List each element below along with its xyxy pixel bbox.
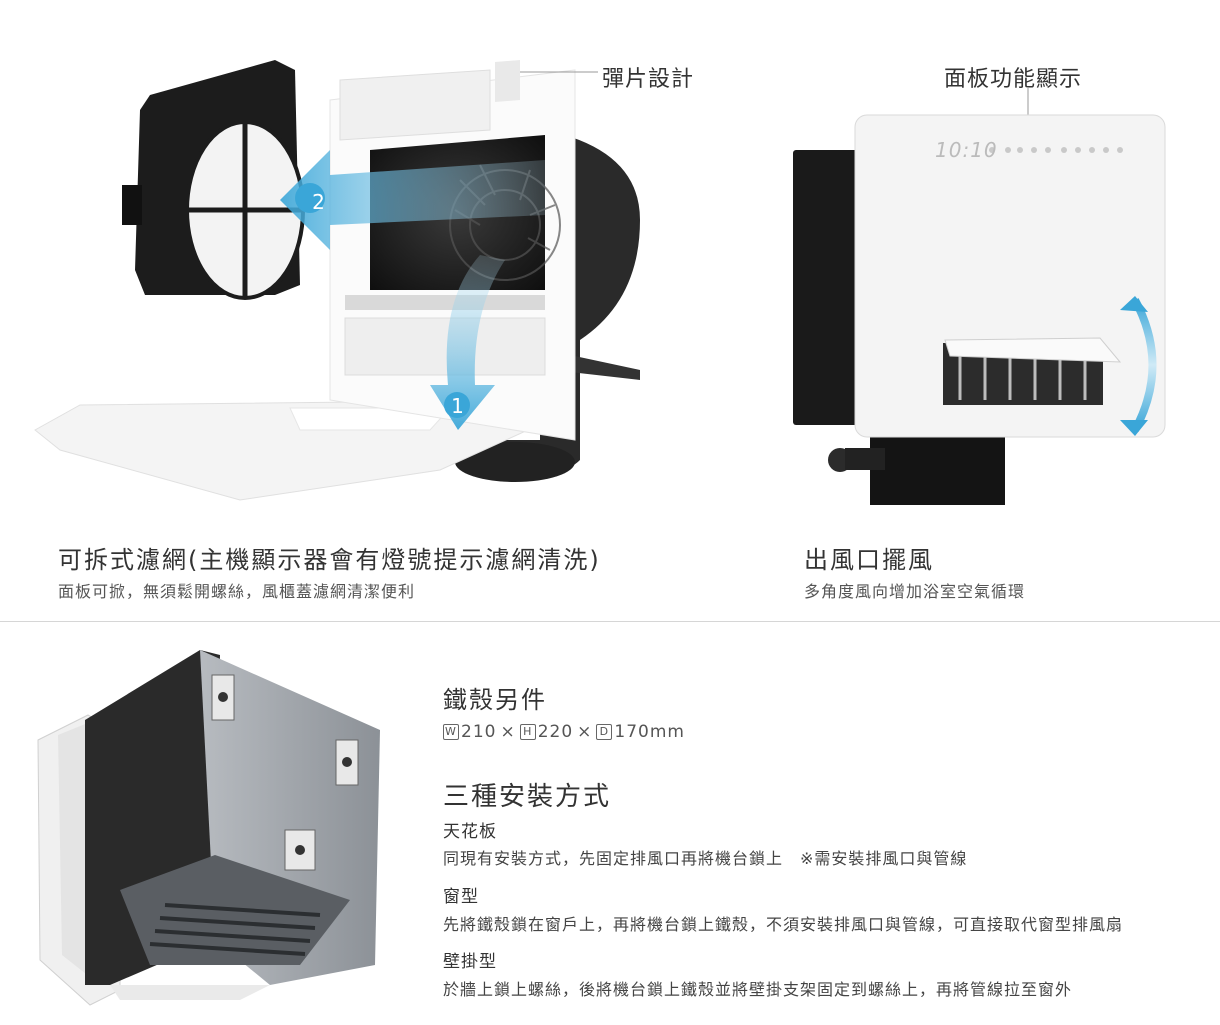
install-methods-title: 三種安裝方式 [443,782,612,812]
install-method-desc: 同現有安裝方式，先固定排風口再將機台鎖上 ※需安裝排風口與管線 [443,849,968,868]
height-value: 220 [537,722,574,742]
iron-case-dimensions: W 210 × H 220 × D 170mm [443,722,685,742]
times-sign: × [577,722,593,742]
install-method-name: 天花板 [443,822,497,842]
filter-feature-title: 可拆式濾網(主機顯示器會有燈號提示濾網清洗) [58,546,601,574]
panel-display-callout: 面板功能顯示 [944,67,1083,92]
times-sign: × [500,722,516,742]
filter-fan-illustration [34,60,640,501]
install-method-name: 窗型 [443,887,479,907]
arrow-2-number: 2 [312,190,326,214]
width-label: W [443,724,459,740]
iron-case-title: 鐵殼另件 [443,686,547,714]
spring-design-callout: 彈片設計 [602,67,695,92]
outlet-feature-subtitle: 多角度風向增加浴室空氣循環 [804,582,1026,601]
width-value: 210 [461,722,497,742]
depth-value: 170mm [614,722,685,742]
height-label: H [519,724,536,740]
depth-label: D [596,724,613,740]
arrow-1-number: 1 [451,394,465,418]
install-method-name: 壁掛型 [443,952,497,972]
outlet-feature-title: 出風口擺風 [804,546,934,574]
panel-clock-readout: 10:10 [935,138,998,162]
install-method-desc: 於牆上鎖上螺絲，後將機台鎖上鐵殼並將壁掛支架固定到螺絲上，再將管線拉至窗外 [443,980,1073,999]
filter-feature-subtitle: 面板可掀，無須鬆開螺絲，風櫃蓋濾網清潔便利 [58,582,416,601]
section-divider [0,621,1220,622]
install-method-desc: 先將鐵殼鎖在窗戶上，再將機台鎖上鐵殼，不須安裝排風口與管線，可直接取代窗型排風扇 [443,915,1124,934]
